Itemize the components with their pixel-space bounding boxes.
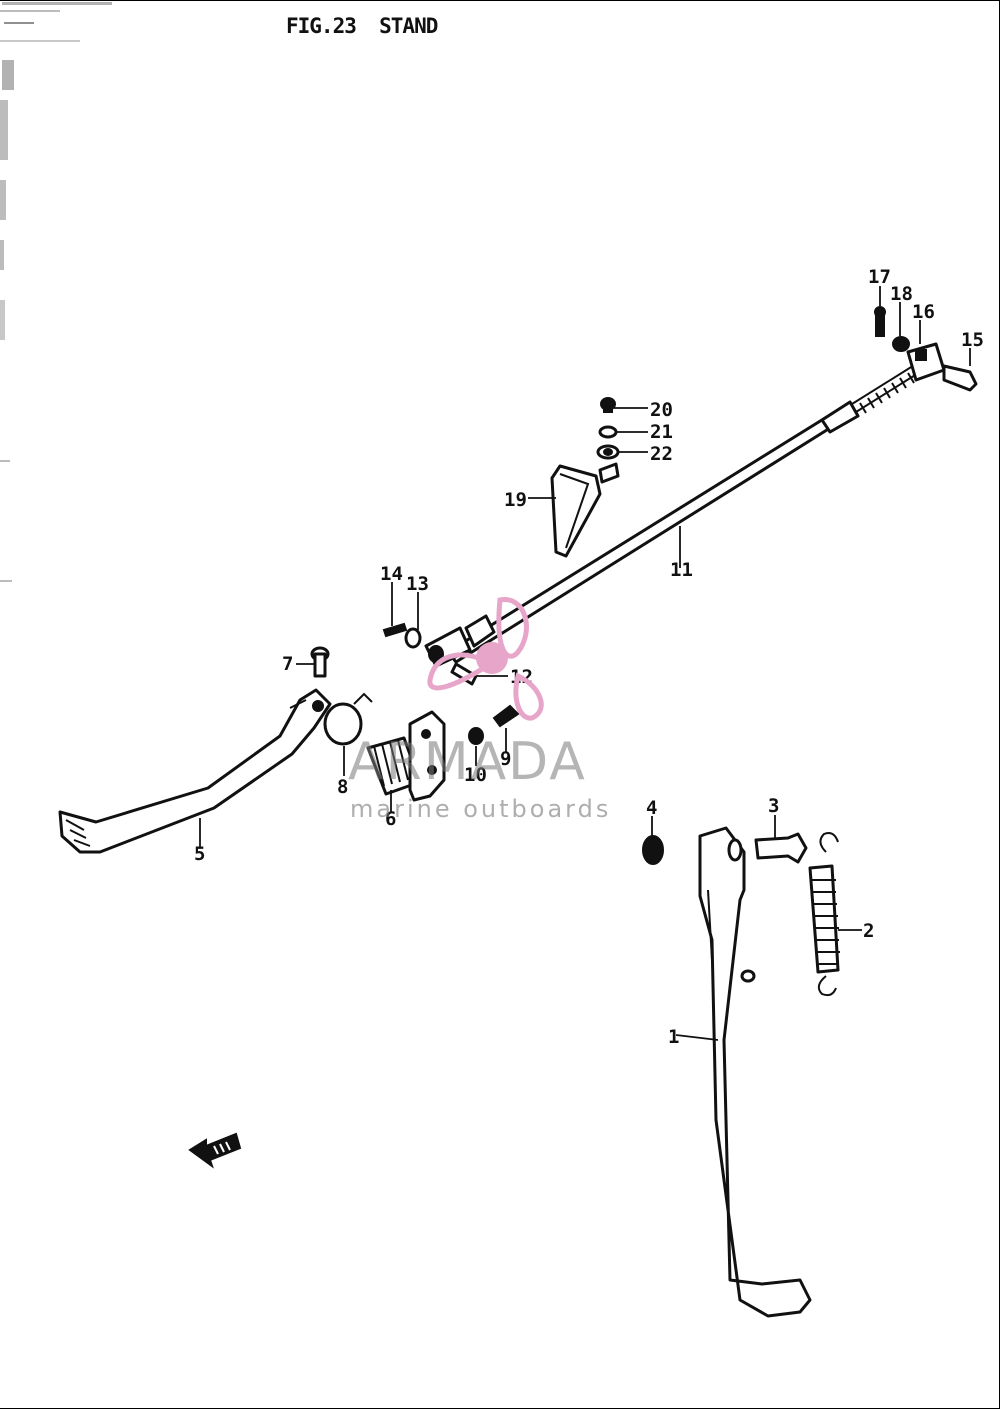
callout-14: 14	[380, 563, 403, 585]
part-18-nut	[892, 336, 910, 352]
part-9-bolt	[492, 704, 520, 728]
part-17-bolt	[874, 306, 886, 337]
callout-10: 10	[464, 764, 487, 786]
callout-13: 13	[406, 573, 429, 595]
part-10-nut	[468, 727, 484, 745]
callout-5: 5	[194, 843, 205, 865]
callout-7: 7	[282, 653, 293, 675]
part-16-cable-end-fitting	[906, 342, 946, 382]
part-7-bolt	[310, 646, 330, 678]
part-1-side-stand	[698, 826, 812, 1318]
part-21-washer	[598, 425, 618, 439]
figure-title: FIG.23 STAND	[286, 14, 438, 38]
callout-labels: 1 2 3 4 5 6 7 8 9 10 11 12 13 14 15 16 1…	[194, 266, 984, 1048]
callout-8: 8	[337, 776, 348, 798]
watermark-tagline: marine outboards	[350, 795, 612, 823]
part-5-lever	[58, 688, 332, 854]
part-6-shaft-arm	[366, 710, 446, 802]
callout-22: 22	[650, 443, 673, 465]
part-4-nut	[642, 835, 664, 865]
callout-21: 21	[650, 421, 673, 443]
part-11-cable	[446, 363, 921, 664]
scan-noise	[0, 2, 112, 582]
callout-20: 20	[650, 399, 673, 421]
callout-2: 2	[863, 920, 874, 942]
part-20-bolt	[600, 397, 616, 413]
callout-17: 17	[868, 266, 891, 288]
front-direction-arrow-icon	[188, 1132, 242, 1169]
part-14-bolt	[382, 622, 408, 638]
part-22-washer	[596, 444, 620, 460]
callout-11: 11	[670, 559, 693, 581]
part-15-pin	[942, 364, 978, 392]
callout-6: 6	[385, 808, 396, 830]
leader-lines	[199, 286, 971, 1041]
callout-4: 4	[646, 797, 657, 819]
part-19-bracket	[550, 462, 620, 558]
callout-19: 19	[504, 489, 527, 511]
callout-9: 9	[500, 748, 511, 770]
callout-18: 18	[890, 283, 913, 305]
callout-15: 15	[961, 329, 984, 351]
part-2-spring	[808, 832, 840, 997]
callout-3: 3	[768, 795, 779, 817]
part-13-washer	[404, 627, 422, 649]
callout-12: 12	[510, 666, 533, 688]
callout-16: 16	[912, 301, 935, 323]
part-3-bolt	[754, 832, 808, 864]
watermark-name: ARMADA	[348, 732, 587, 792]
callout-1: 1	[668, 1026, 679, 1048]
part-8-spring-clip	[323, 692, 373, 746]
